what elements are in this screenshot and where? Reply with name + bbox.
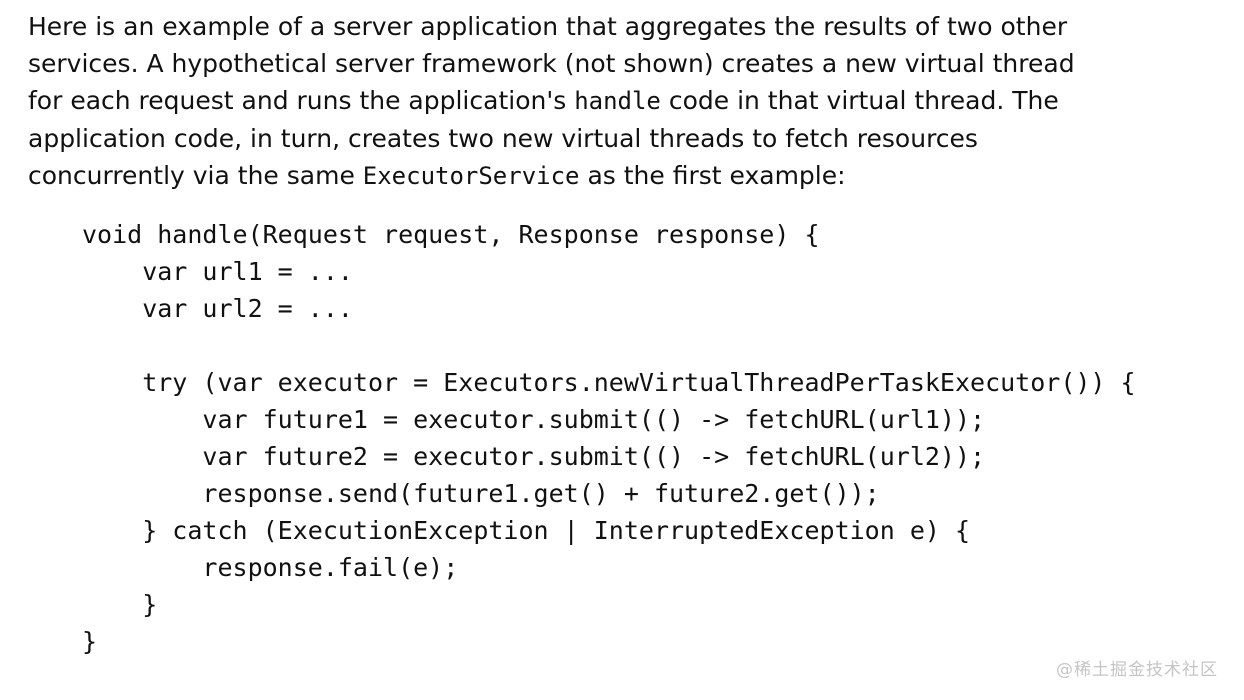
- code-line: [82, 327, 1244, 364]
- code-line: }: [82, 590, 158, 619]
- intro-paragraph: Here is an example of a server applicati…: [0, 0, 1244, 195]
- code-line: var url2 = ...: [82, 294, 353, 323]
- paragraph-text: as the first example:: [579, 161, 846, 190]
- code-line: void handle(Request request, Response re…: [82, 220, 820, 249]
- code-line: var url1 = ...: [82, 257, 353, 286]
- code-line: response.fail(e);: [82, 553, 459, 582]
- code-line: var future1 = executor.submit(() -> fetc…: [82, 405, 986, 434]
- paragraph-text: concurrently via the same: [28, 161, 363, 190]
- paragraph-text: for each request and runs the applicatio…: [28, 86, 575, 115]
- code-line: } catch (ExecutionException | Interrupte…: [82, 516, 971, 545]
- paragraph-text: services. A hypothetical server framewor…: [28, 49, 1075, 78]
- code-line: response.send(future1.get() + future2.ge…: [82, 479, 880, 508]
- inline-code-handle: handle: [574, 87, 661, 115]
- code-line: var future2 = executor.submit(() -> fetc…: [82, 442, 986, 471]
- code-line: }: [82, 627, 98, 656]
- watermark: @稀土掘金技术社区: [1056, 660, 1218, 680]
- paragraph-text: code in that virtual thread. The: [660, 86, 1059, 115]
- code-block: void handle(Request request, Response re…: [82, 216, 1244, 660]
- paragraph-text: Here is an example of a server applicati…: [28, 12, 1068, 41]
- paragraph-line: Here is an example of a server applicati…: [28, 8, 1244, 45]
- paragraph-line: services. A hypothetical server framewor…: [28, 45, 1244, 82]
- inline-code-executorservice: ExecutorService: [362, 162, 580, 190]
- paragraph-line: for each request and runs the applicatio…: [28, 82, 1244, 120]
- paragraph-line: concurrently via the same ExecutorServic…: [28, 157, 1244, 195]
- paragraph-line: application code, in turn, creates two n…: [28, 120, 1244, 157]
- code-line: try (var executor = Executors.newVirtual…: [82, 368, 1136, 397]
- paragraph-text: application code, in turn, creates two n…: [28, 124, 978, 153]
